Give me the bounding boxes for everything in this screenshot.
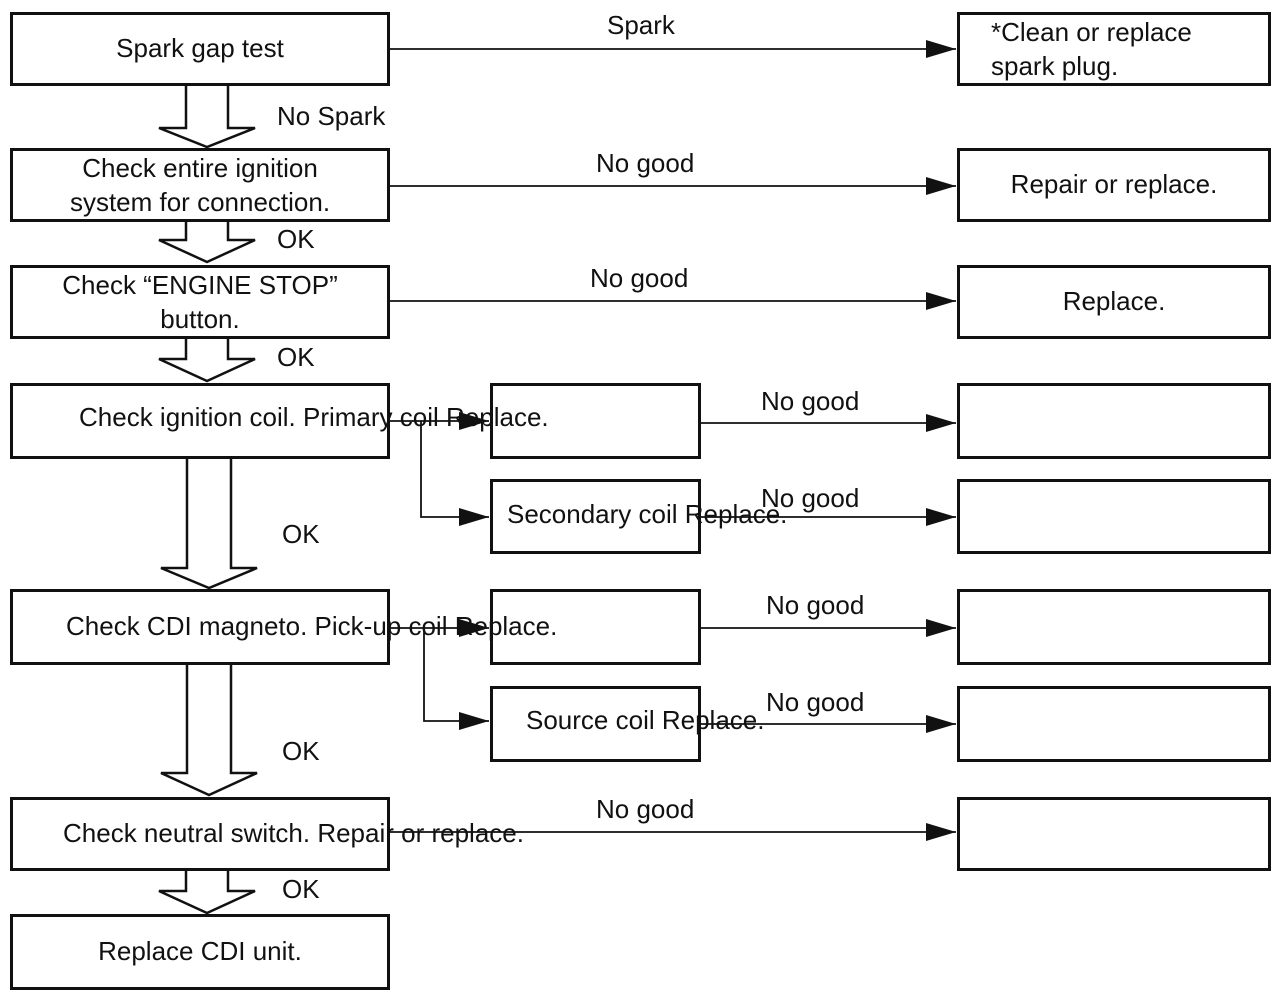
box-label-line2: button. [160,304,240,334]
label-ok-3: OK [282,519,320,549]
neutral-switch-text: Check neutral switch. Repair or replace. [63,818,524,848]
box-empty-4 [957,686,1271,762]
arrow-source-coil [423,628,489,730]
box-pickup-coil [490,589,701,665]
box-check-neutral-switch [10,797,390,871]
box-check-engine-stop: Check “ENGINE STOP” button. [10,265,390,339]
label-no-spark: No Spark [277,101,386,131]
down-arrow-2 [158,222,256,264]
box-secondary-coil [490,479,701,554]
down-arrow-6 [158,871,256,915]
box-label-line1: *Clean or replace [991,17,1192,47]
box-empty-1 [957,383,1271,459]
box-label-line2: system for connection. [69,187,331,217]
label-ok-2: OK [277,342,315,372]
box-empty-3 [957,589,1271,665]
box-empty-5 [957,797,1271,871]
box-label: Replace CDI unit. [98,936,302,966]
label-no-good-4: No good [761,483,860,513]
box-repair-or-replace: Repair or replace. [957,148,1271,222]
box-primary-coil [490,383,701,459]
label-ok-4: OK [282,736,320,766]
label-spark: Spark [607,10,675,40]
label-no-good-2: No good [590,263,689,293]
cdi-magneto-text: Check CDI magneto. Pick-up coil Replace. [66,611,558,641]
label-no-good-1: No good [596,148,695,178]
box-replace-cdi-unit: Replace CDI unit. [10,914,390,990]
box-label-line1: Check “ENGINE STOP” [62,270,338,300]
label-ok-1: OK [277,224,315,254]
box-label: Replace. [1062,286,1166,316]
box-spark-gap-test: Spark gap test [10,12,390,86]
source-coil-text: Source coil Replace. [526,705,765,735]
ignition-coil-text: Check ignition coil. Primary coil Replac… [79,402,549,432]
down-arrow-4 [160,459,258,590]
label-no-good-6: No good [766,687,865,717]
arrow-secondary-coil [420,421,489,526]
label-ok-5: OK [282,874,320,904]
box-empty-2 [957,479,1271,554]
secondary-coil-text: Secondary coil Replace. [507,499,788,529]
down-arrow-3 [158,339,256,383]
label-no-good-7: No good [596,794,695,824]
box-label: Repair or replace. [1010,169,1218,199]
box-label-line2: spark plug. [991,51,1119,81]
box-check-ignition-system: Check entire ignition system for connect… [10,148,390,222]
box-source-coil [490,686,701,762]
down-arrow-5 [160,665,258,797]
label-no-good-3: No good [761,386,860,416]
box-label-line1: Check entire ignition [82,153,318,183]
down-arrow-1 [158,86,256,149]
box-check-cdi-magneto [10,589,390,665]
label-no-good-5: No good [766,590,865,620]
box-label: Spark gap test [116,33,284,63]
box-replace: Replace. [957,265,1271,339]
box-check-ignition-coil [10,383,390,459]
box-clean-replace-plug: *Clean or replace spark plug. [957,12,1271,86]
